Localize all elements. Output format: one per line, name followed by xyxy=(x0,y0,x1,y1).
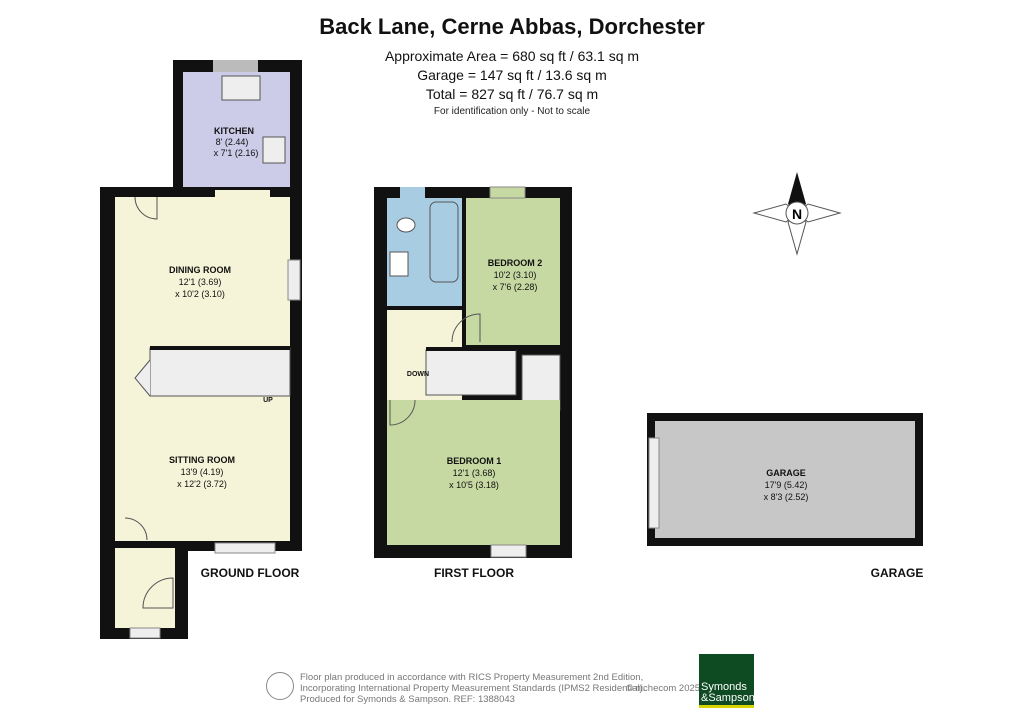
porch-floor xyxy=(115,548,175,628)
logo-text: &Sampson xyxy=(701,692,755,704)
copyright: © nichecom 2025. xyxy=(626,683,703,694)
room-dimension: 10'2 (3.10) xyxy=(494,270,537,280)
room-dimension: x 7'6 (2.28) xyxy=(493,282,538,292)
footer-line: Floor plan produced in accordance with R… xyxy=(300,672,644,683)
garage-area: Garage = 147 sq ft / 13.6 sq m xyxy=(417,67,607,83)
room-dimension: 12'1 (3.68) xyxy=(453,468,496,478)
window xyxy=(213,60,258,72)
room-dimension: 8' (2.44) xyxy=(216,137,249,147)
total-area: Total = 827 sq ft / 76.7 sq m xyxy=(425,86,599,102)
room-label: KITCHEN xyxy=(214,126,254,136)
garage-plan: GARAGE 17'9 (5.42) x 8'3 (2.52) GARAGE xyxy=(647,413,923,580)
room-dimension: 17'9 (5.42) xyxy=(765,480,808,490)
footer-line: Incorporating International Property Mea… xyxy=(300,683,646,694)
toilet-icon xyxy=(396,217,416,233)
compass-icon: N xyxy=(752,172,842,256)
staircase xyxy=(149,347,291,397)
compass-north-label: N xyxy=(792,206,802,222)
garage-floor xyxy=(655,421,915,538)
person-icon xyxy=(266,672,294,700)
footer-line: Produced for Symonds & Sampson. REF: 138… xyxy=(300,694,515,705)
room-dimension: x 10'5 (3.18) xyxy=(449,480,499,490)
page-title: Back Lane, Cerne Abbas, Dorchester xyxy=(319,14,705,39)
room-label: SITTING ROOM xyxy=(169,455,235,465)
bath-icon xyxy=(429,201,459,283)
agency-logo: Symonds &Sampson xyxy=(699,654,755,708)
stairs-label: UP xyxy=(263,397,273,404)
sink-icon xyxy=(221,75,261,101)
staircase xyxy=(425,349,517,396)
room-dimension: 13'9 (4.19) xyxy=(181,467,224,477)
room-label: DINING ROOM xyxy=(169,265,231,275)
room-dimension: x 12'2 (3.72) xyxy=(177,479,227,489)
bedroom-1-floor xyxy=(387,400,560,545)
hob-icon xyxy=(262,136,286,164)
window xyxy=(214,542,276,554)
room-dimension: 12'1 (3.69) xyxy=(179,277,222,287)
floor-label: FIRST FLOOR xyxy=(434,566,514,580)
approx-area: Approximate Area = 680 sq ft / 63.1 sq m xyxy=(384,48,640,64)
window xyxy=(287,259,301,301)
room-label: BEDROOM 1 xyxy=(447,456,502,466)
first-floor-plan: BEDROOM 2 10'2 (3.10) x 7'6 (2.28) DOWN … xyxy=(374,186,572,580)
bedroom-2-floor xyxy=(466,198,560,345)
room-dimension: x 10'2 (3.10) xyxy=(175,289,225,299)
ground-floor-plan: KITCHEN 8' (2.44) x 7'1 (2.16) DINING RO… xyxy=(100,60,302,639)
floor-label: GARAGE xyxy=(871,566,924,580)
disclaimer: For identification only - Not to scale xyxy=(433,106,591,117)
logo-text: Symonds xyxy=(701,681,747,693)
room-label: BEDROOM 2 xyxy=(488,258,543,268)
stairs-label: DOWN xyxy=(407,371,429,378)
floor-label: GROUND FLOOR xyxy=(201,566,300,580)
basin-icon xyxy=(389,251,409,277)
door xyxy=(134,196,158,220)
footer-text: Floor plan produced in accordance with R… xyxy=(300,672,645,705)
garage-door xyxy=(648,437,660,529)
room-dimension: x 7'1 (2.16) xyxy=(214,148,259,158)
room-dimension: x 8'3 (2.52) xyxy=(764,492,809,502)
room-label: GARAGE xyxy=(766,468,806,478)
